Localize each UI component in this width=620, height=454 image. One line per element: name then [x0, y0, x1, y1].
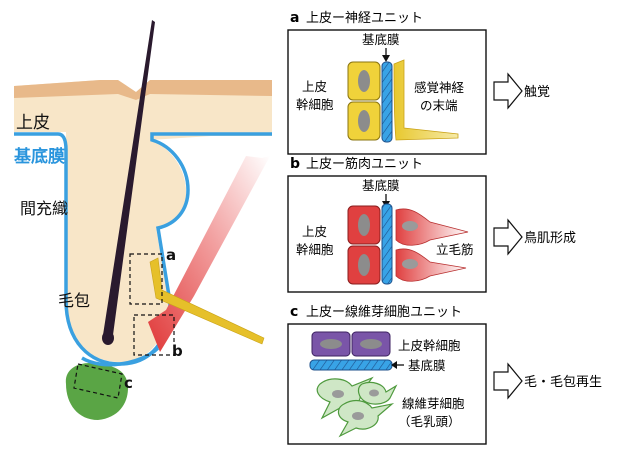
label-epidermis: 上皮 — [16, 113, 50, 133]
panel-b-basement-membrane — [381, 203, 393, 285]
hair-shaft — [103, 20, 155, 344]
panel-a-letter: a — [290, 10, 299, 26]
panel-c-letter: c — [290, 304, 298, 320]
panel-b-muscle-cell-bottom — [395, 248, 467, 282]
panel-c-outcome-arrow — [493, 362, 523, 400]
panel-b-outcome: 鳥肌形成 — [524, 231, 576, 246]
marker-box-c — [73, 363, 123, 399]
dermal-papilla — [65, 362, 128, 420]
panel-c-membrane-label: 基底膜 — [408, 358, 446, 373]
panel-b-title: 上皮ー筋肉ユニット — [306, 156, 423, 172]
marker-box-a — [129, 253, 163, 305]
panel-c-basement-membrane — [309, 359, 393, 371]
panel-b: b 上皮ー筋肉ユニット 基底膜 上皮 幹細胞 立毛筋 — [287, 156, 487, 293]
label-hair-follicle: 毛包 — [58, 291, 90, 310]
panel-c: c 上皮ー線維芽細胞ユニット 上皮幹細胞 基底膜 線維芽細胞 （毛乳頭） — [287, 304, 487, 445]
panel-b-membrane-label: 基底膜 — [362, 178, 400, 193]
panel-b-left-label-2: 幹細胞 — [296, 242, 334, 257]
panel-a-title: 上皮ー神経ユニット — [306, 11, 423, 26]
panel-b-outcome-arrow — [493, 218, 523, 256]
panel-c-title: 上皮ー線維芽細胞ユニット — [306, 304, 462, 320]
marker-label-b: b — [172, 342, 183, 360]
panel-c-bottom-label-2: （毛乳頭） — [398, 414, 461, 429]
panel-a-right-label-1: 感覚神経 — [414, 80, 465, 95]
hair-bulb — [102, 331, 114, 345]
panel-a-membrane-label: 基底膜 — [362, 32, 400, 47]
sensory-nerve — [149, 257, 265, 345]
marker-label-c: c — [124, 374, 133, 392]
panel-a-nerve-ending — [393, 59, 459, 141]
panel-b-muscle-cell-top — [395, 208, 469, 246]
label-basement-membrane: 基底膜 — [13, 146, 65, 167]
panel-b-left-label-1: 上皮 — [302, 224, 327, 239]
marker-label-a: a — [166, 246, 176, 264]
panel-a: a 上皮ー神経ユニット 基底膜 上皮 幹細胞 感覚神経 の末端 — [287, 10, 487, 155]
panel-a-outcome-arrow — [493, 72, 523, 110]
panel-c-top-label: 上皮幹細胞 — [398, 338, 461, 353]
panel-c-bottom-label-1: 線維芽細胞 — [402, 396, 465, 411]
panel-b-letter: b — [290, 156, 300, 172]
panel-a-left-label-2: 幹細胞 — [296, 97, 334, 112]
panel-b-right-label: 立毛筋 — [436, 242, 474, 257]
label-mesenchyme: 間充織 — [20, 199, 68, 218]
panel-a-left-label-1: 上皮 — [302, 79, 327, 94]
panel-c-outcome: 毛・毛包再生 — [524, 375, 602, 390]
panel-a-right-label-2: の末端 — [420, 98, 458, 113]
marker-box-b — [133, 314, 175, 356]
skin-illustration — [14, 20, 272, 420]
panel-a-basement-membrane — [381, 61, 393, 143]
panel-a-outcome: 触覚 — [524, 85, 550, 100]
